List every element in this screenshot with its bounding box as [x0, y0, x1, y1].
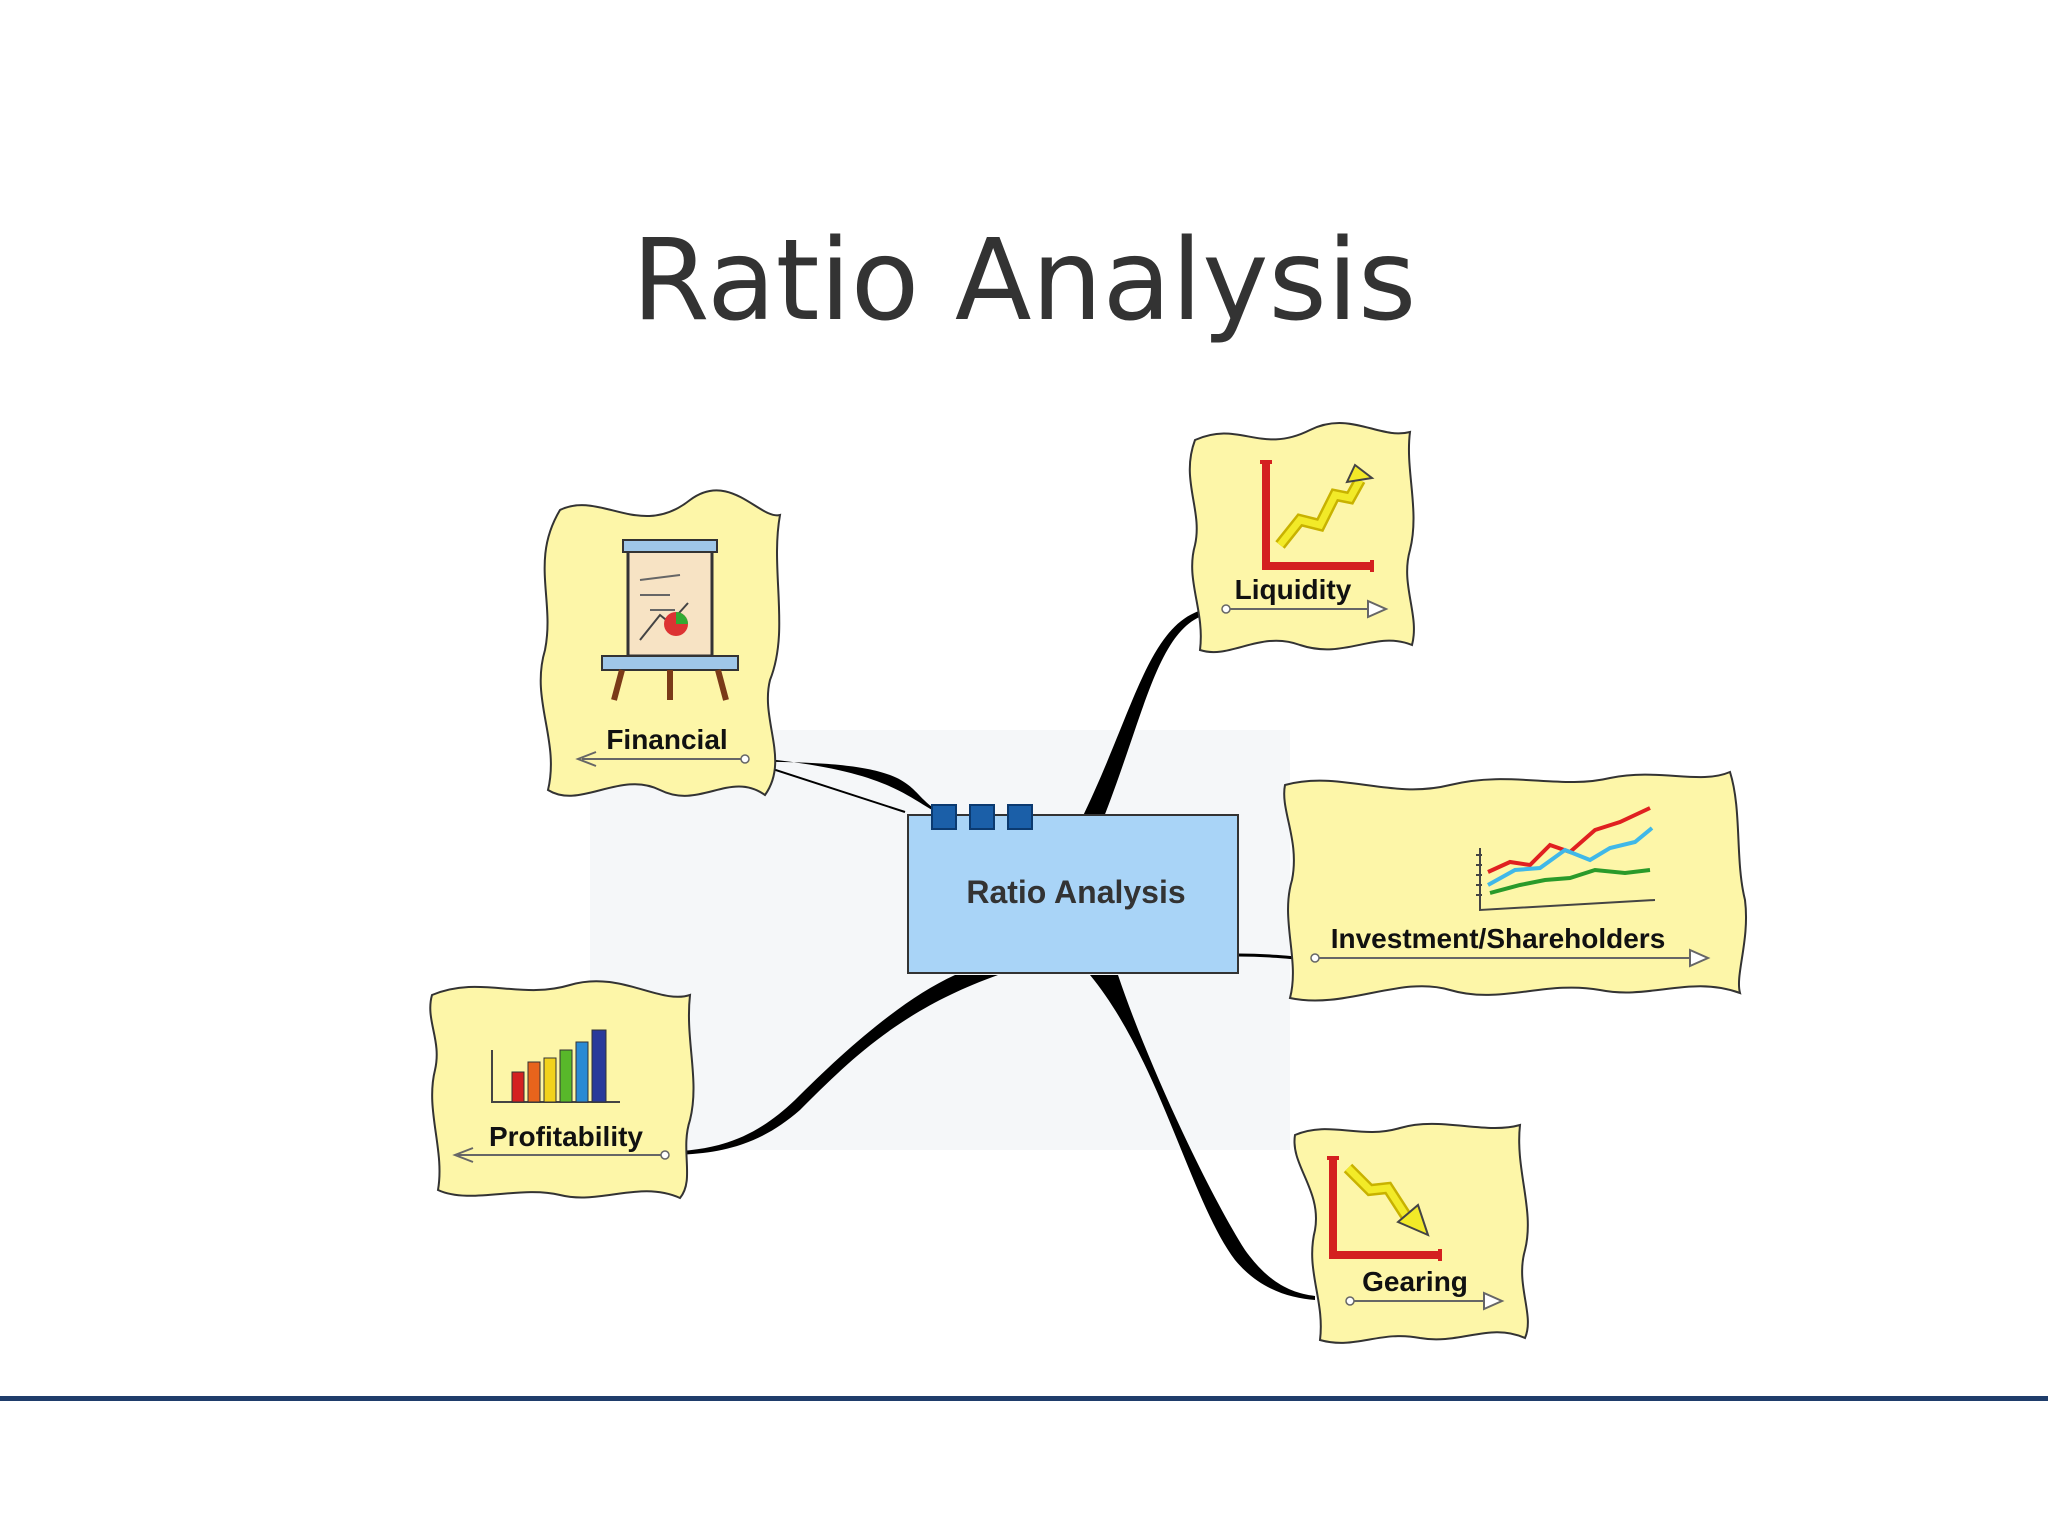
- bar-chart-icon: [491, 1029, 620, 1103]
- rising-arrow-chart-icon: [1260, 460, 1375, 572]
- branch-liquidity: [1080, 606, 1225, 822]
- topic-gearing[interactable]: Gearing: [1293, 1122, 1529, 1344]
- falling-arrow-chart-icon: [1327, 1156, 1442, 1261]
- topic-gearing-label: Gearing: [1362, 1266, 1468, 1297]
- topic-liquidity[interactable]: Liquidity: [1188, 422, 1415, 653]
- central-tab-1: [931, 804, 957, 830]
- topic-financial-label: Financial: [606, 724, 727, 755]
- central-tab-3: [1007, 804, 1033, 830]
- branch-profitability: [665, 975, 998, 1155]
- topic-profitability-label: Profitability: [489, 1121, 643, 1152]
- branch-financial: [745, 757, 955, 822]
- multi-line-chart-icon: [1476, 806, 1656, 912]
- topic-profitability[interactable]: Profitability: [429, 980, 695, 1200]
- footer-rule: [0, 1396, 2048, 1401]
- topic-liquidity-label: Liquidity: [1235, 574, 1352, 605]
- central-topic[interactable]: Ratio Analysis: [907, 804, 1239, 974]
- central-topic-label: Ratio Analysis: [966, 874, 1185, 910]
- topic-investment-label: Investment/Shareholders: [1331, 923, 1666, 954]
- topic-financial[interactable]: Financial: [539, 489, 782, 797]
- easel-chart-icon: [601, 539, 739, 701]
- branch-gearing: [1090, 975, 1315, 1300]
- topic-investment[interactable]: Investment/Shareholders: [1283, 770, 1747, 1002]
- central-tab-2: [969, 804, 995, 830]
- slide-title: Ratio Analysis: [631, 216, 1417, 346]
